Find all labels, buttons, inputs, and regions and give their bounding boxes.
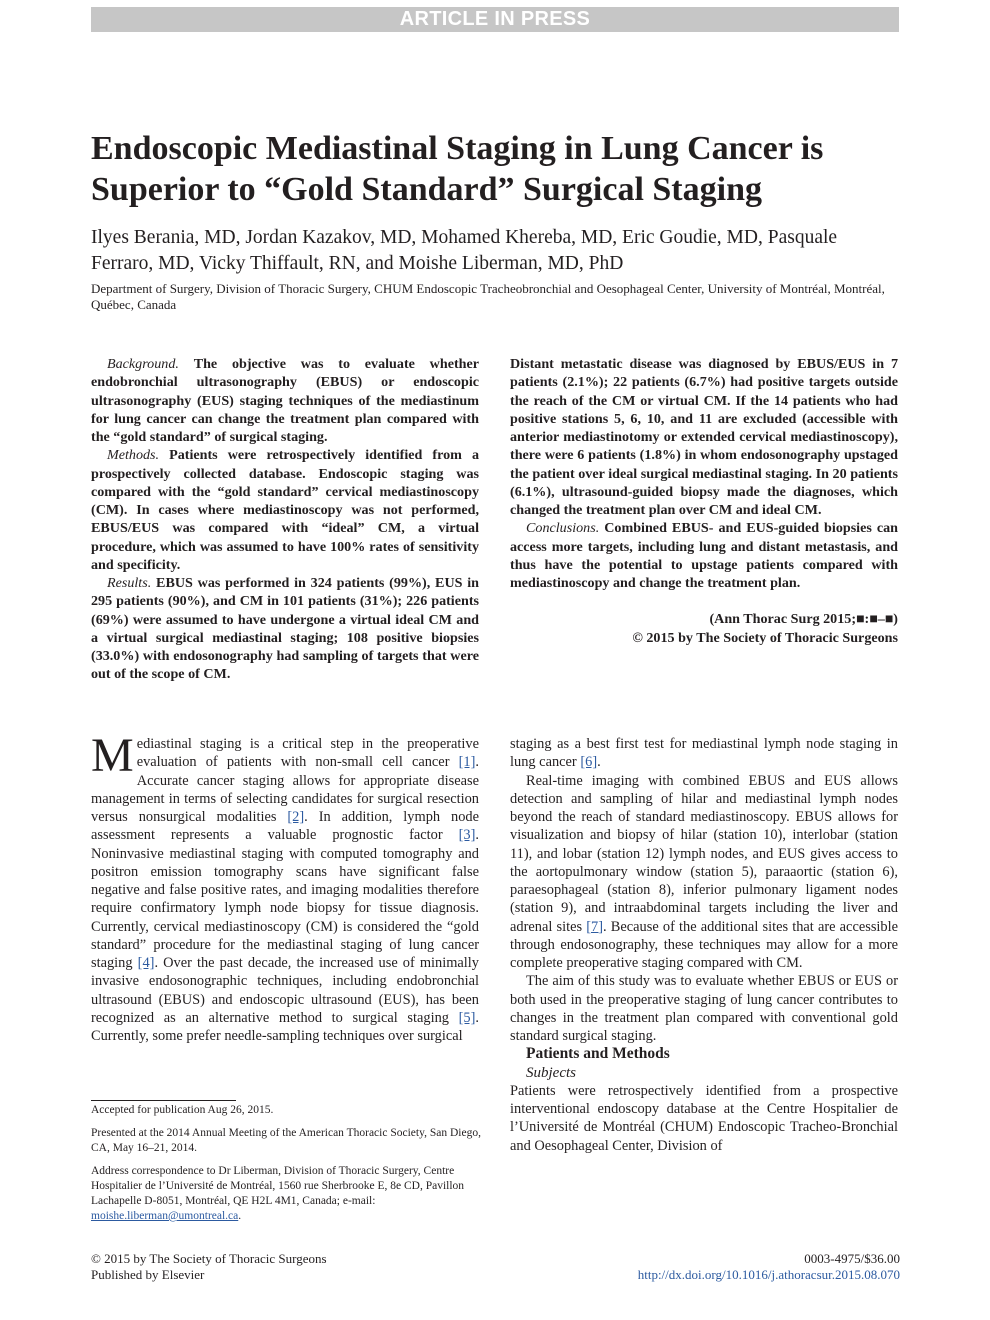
footer-publisher: Published by Elsevier bbox=[91, 1266, 205, 1282]
footer-issn: 0003-4975/$36.00 bbox=[804, 1251, 900, 1266]
reference-link-6[interactable]: [6] bbox=[580, 754, 598, 771]
methods-text: Patients were retrospectively identified… bbox=[91, 447, 479, 573]
body-paragraph-aim: The aim of this study was to evaluate wh… bbox=[510, 973, 898, 1044]
body-paragraph-subjects: Patients were retrospectively identified… bbox=[510, 1082, 898, 1154]
address-text: Address correspondence to Dr Liberman, D… bbox=[91, 1165, 465, 1207]
article-title: Endoscopic Mediastinal Staging in Lung C… bbox=[91, 130, 824, 208]
correspondence-address: Address correspondence to Dr Liberman, D… bbox=[91, 1164, 481, 1224]
journal-citation: (Ann Thorac Surg 2015;■:■–■) bbox=[709, 611, 898, 628]
col2-text-1-end: . bbox=[597, 754, 601, 771]
abstract-results-continued: Distant metastatic disease was diagnosed… bbox=[510, 356, 898, 518]
footer-left: © 2015 by The Society of Thoracic Surgeo… bbox=[91, 1251, 491, 1282]
intro-text-4: . Noninvasive mediastinal staging with c… bbox=[91, 827, 479, 971]
abstract-conclusions: Conclusions. Combined EBUS- and EUS-guid… bbox=[510, 520, 899, 591]
reference-link-1[interactable]: [1] bbox=[458, 754, 476, 771]
accepted-date: Accepted for publication Aug 26, 2015. bbox=[91, 1104, 274, 1116]
body-paragraph-continued: staging as a best first test for mediast… bbox=[510, 735, 898, 772]
body-paragraph-imaging: Real-time imaging with combined EBUS and… bbox=[510, 772, 898, 973]
address-end: . bbox=[238, 1210, 242, 1222]
background-label: Background bbox=[107, 356, 176, 372]
abstract-results: Results. EBUS was performed in 324 patie… bbox=[91, 575, 480, 683]
footer-copyright: © 2015 by The Society of Thoracic Surgeo… bbox=[91, 1251, 327, 1266]
body-column-right: staging as a best first test for mediast… bbox=[510, 735, 898, 1155]
abstract-column-right: Distant metastatic disease was diagnosed… bbox=[510, 355, 898, 647]
affiliation: Department of Surgery, Division of Thora… bbox=[91, 281, 885, 312]
reference-link-4[interactable]: [4] bbox=[137, 955, 155, 971]
doi-link[interactable]: http://dx.doi.org/10.1016/j.athoracsur.2… bbox=[637, 1266, 900, 1282]
methods-label: Methods bbox=[107, 447, 156, 464]
footer-right: 0003-4975/$36.00 http://dx.doi.org/10.10… bbox=[500, 1251, 900, 1282]
footnotes: Accepted for publication Aug 26, 2015. P… bbox=[91, 1100, 481, 1232]
intro-text-5: . Over the past decade, the increased us… bbox=[91, 955, 479, 1026]
email-link[interactable]: moishe.liberman@umontreal.ca bbox=[91, 1210, 239, 1222]
subsection-heading: Subjects bbox=[526, 1064, 576, 1081]
col2-text-1: staging as a best first test for mediast… bbox=[510, 736, 898, 771]
results-label: Results bbox=[107, 575, 148, 591]
drop-cap: M bbox=[91, 729, 134, 782]
intro-text-6: . Currently, some prefer needle-sampling… bbox=[91, 1009, 479, 1044]
section-heading: Patients and Methods bbox=[526, 1045, 670, 1063]
intro-text-2: . Accurate cancer staging allows for app… bbox=[91, 754, 479, 825]
reference-link-7[interactable]: [7] bbox=[586, 918, 604, 935]
intro-text-1: ediastinal staging is a critical step in… bbox=[136, 736, 479, 771]
reference-link-5[interactable]: [5] bbox=[458, 1009, 476, 1026]
citation-block: (Ann Thorac Surg 2015;■:■–■) © 2015 by T… bbox=[510, 610, 898, 647]
col2-text-2-end: . Because of the additional sites that a… bbox=[510, 918, 899, 972]
abstract-methods: Methods. Patients were retrospectively i… bbox=[91, 447, 479, 573]
reference-link-3[interactable]: [3] bbox=[458, 827, 476, 844]
reference-link-2[interactable]: [2] bbox=[287, 809, 305, 825]
col2-text-2: Real-time imaging with combined EBUS and… bbox=[510, 772, 898, 935]
conclusions-text: Combined EBUS- and EUS-guided biopsies c… bbox=[510, 520, 899, 591]
abstract-background: Background. The objective was to evaluat… bbox=[91, 356, 479, 445]
presentation-note: Presented at the 2014 Annual Meeting of … bbox=[91, 1127, 481, 1154]
background-text: The objective was to evaluate whether en… bbox=[91, 356, 479, 445]
footnote-divider bbox=[91, 1100, 236, 1101]
author-list: Ilyes Berania, MD, Jordan Kazakov, MD, M… bbox=[91, 227, 838, 274]
conclusions-label: Conclusions bbox=[526, 520, 596, 537]
article-in-press-banner: ARTICLE IN PRESS bbox=[91, 7, 899, 32]
results-text: EBUS was performed in 324 patients (99%)… bbox=[91, 575, 480, 683]
abstract-column-left: Background. The objective was to evaluat… bbox=[91, 355, 479, 684]
abstract-copyright: © 2015 by The Society of Thoracic Surgeo… bbox=[632, 629, 898, 646]
intro-text-3: . In addition, lymph node assessment rep… bbox=[91, 809, 479, 844]
